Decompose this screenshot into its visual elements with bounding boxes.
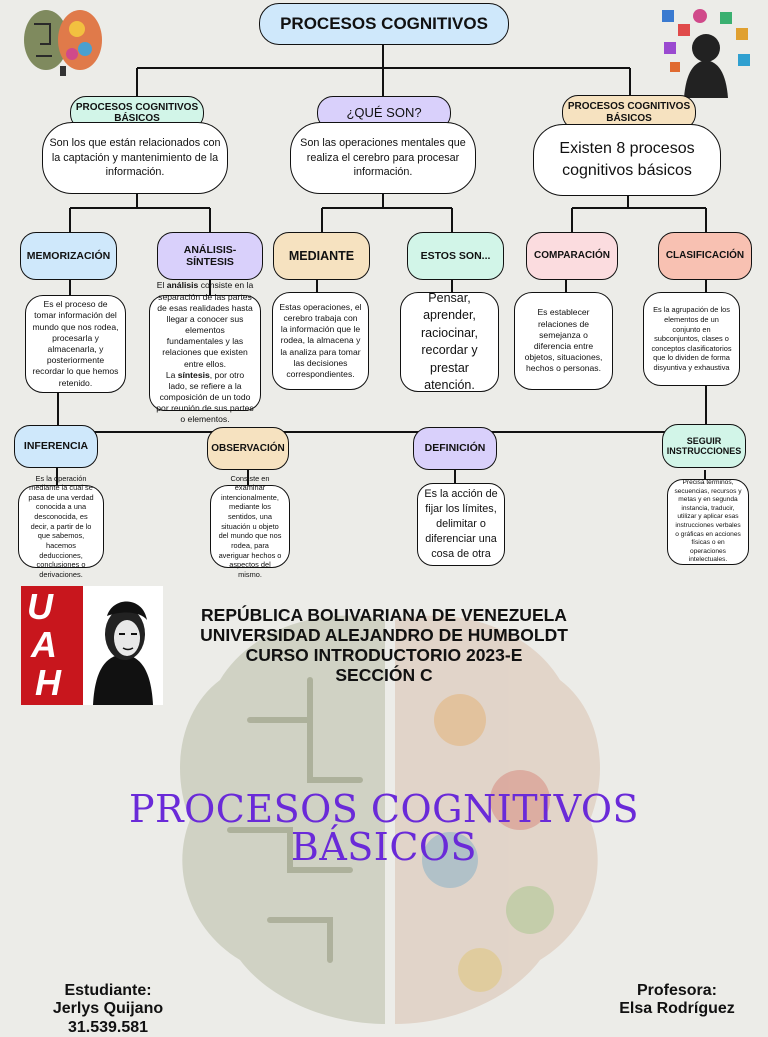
body-mediante: Estas operaciones, el cerebro trabaja co… bbox=[272, 292, 369, 390]
label-seguir-instrucciones: SEGUIR INSTRUCCIONES bbox=[662, 424, 746, 468]
portrait-icon bbox=[93, 601, 153, 705]
top-body-count: Existen 8 procesos cognitivos básicos bbox=[533, 124, 721, 196]
body-analisis-sintesis: El análisis consiste en la separación de… bbox=[149, 280, 261, 424]
big-title-line-1: PROCESOS COGNITIVOS bbox=[128, 787, 640, 831]
institution-line-university: UNIVERSIDAD ALEJANDRO DE HUMBOLDT bbox=[200, 625, 568, 646]
label-memorizacion: MEMORIZACIÓN bbox=[20, 232, 117, 280]
body-memorizacion: Es el proceso de tomar información del m… bbox=[25, 295, 126, 393]
label-analisis-sintesis: ANÁLISIS-SÍNTESIS bbox=[157, 232, 263, 280]
top-body-que-son: Son las operaciones mentales que realiza… bbox=[290, 122, 476, 194]
student-label: Estudiante: bbox=[64, 982, 152, 999]
institution-line-country: REPÚBLICA BOLIVARIANA DE VENEZUELA bbox=[201, 605, 567, 625]
teacher-label: Profesora: bbox=[636, 982, 718, 999]
brain-icon bbox=[24, 10, 102, 76]
connector-lines bbox=[56, 44, 707, 486]
label-estos-son: ESTOS SON... bbox=[407, 232, 504, 280]
main-title: PROCESOS COGNITIVOS bbox=[259, 3, 509, 45]
teacher-block: Profesora: Elsa Rodríguez bbox=[600, 982, 754, 1019]
big-title-line-2: BÁSICOS bbox=[290, 825, 478, 869]
student-name: Jerlys Quijano bbox=[52, 1000, 164, 1018]
body-estos-son: Pensar, aprender, raciocinar, recordar y… bbox=[400, 291, 499, 392]
student-id: 31.539.581 bbox=[67, 1018, 149, 1036]
label-clasificacion: CLASIFICACIÓN bbox=[658, 232, 752, 280]
big-title: PROCESOS COGNITIVOS BÁSICOS bbox=[64, 790, 704, 866]
student-block: Estudiante: Jerlys Quijano 31.539.581 bbox=[30, 982, 186, 1037]
top-body-definition: Son los que están relacionados con la ca… bbox=[42, 122, 228, 194]
head-with-icons-icon bbox=[662, 9, 750, 98]
body-observacion: Consiste en examinar intencionalmente, m… bbox=[210, 474, 290, 579]
label-mediante: MEDIANTE bbox=[273, 232, 370, 280]
institution-block: REPÚBLICA BOLIVARIANA DE VENEZUELA UNIVE… bbox=[170, 605, 598, 686]
body-inferencia: Es la operación mediante la cual se pasa… bbox=[18, 474, 104, 579]
body-clasificacion: Es la agrupación de los elementos de un … bbox=[643, 292, 740, 386]
body-comparacion: Es establecer relaciones de semejanza o … bbox=[514, 292, 613, 390]
institution-line-section: SECCIÓN C bbox=[335, 665, 433, 686]
logo-letter-a: A bbox=[31, 624, 57, 665]
teacher-name: Elsa Rodríguez bbox=[619, 1000, 735, 1018]
institution-line-course: CURSO INTRODUCTORIO 2023-E bbox=[245, 645, 523, 666]
body-seguir-instrucciones: Precisa términos, secuencias, recursos y… bbox=[667, 479, 749, 565]
label-definicion: DEFINICIÓN bbox=[413, 427, 497, 470]
logo-letter-h: H bbox=[35, 662, 61, 703]
label-inferencia: INFERENCIA bbox=[14, 425, 98, 468]
body-definicion: Es la acción de fijar los límites, delim… bbox=[417, 483, 505, 566]
brain-background-illustration bbox=[180, 615, 600, 1024]
logo-letter-u: U bbox=[27, 586, 53, 627]
label-observacion: OBSERVACIÓN bbox=[207, 427, 289, 470]
label-comparacion: COMPARACIÓN bbox=[526, 232, 618, 280]
uah-logo: U A H bbox=[21, 586, 163, 705]
